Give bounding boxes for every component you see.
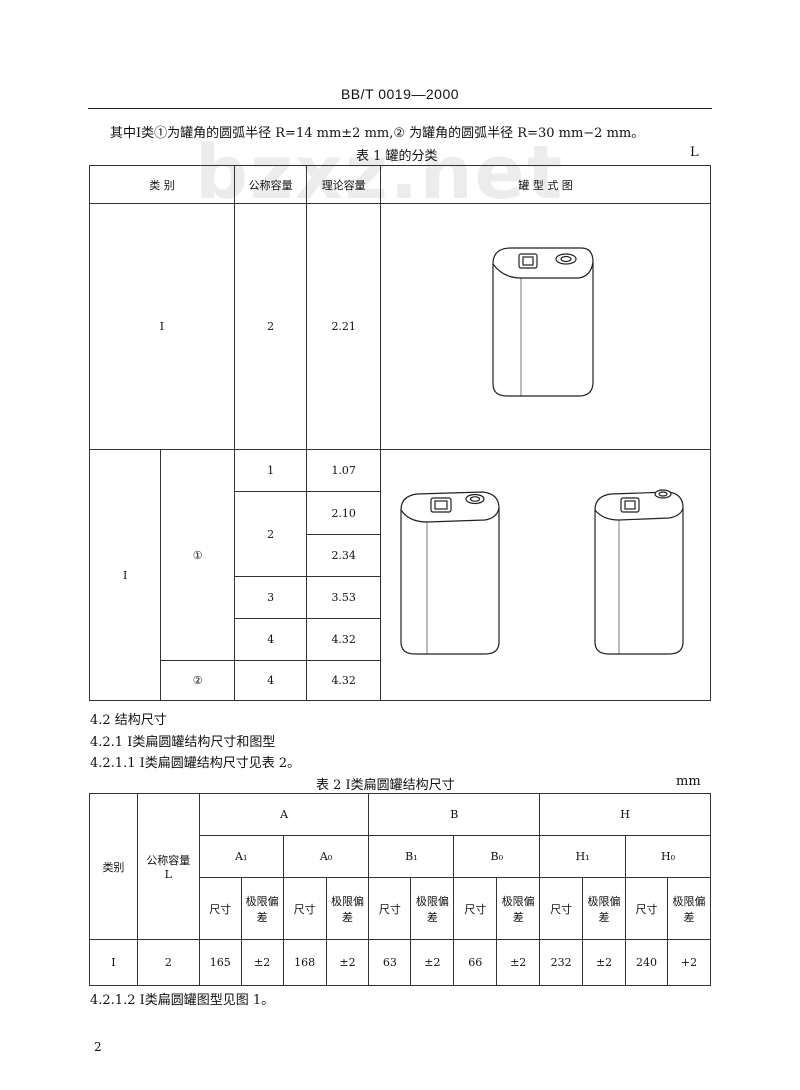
- g2-theoretical-5: 4.32: [306, 660, 381, 701]
- t2-sub-a0: A₀: [282, 835, 370, 878]
- g2-theoretical-2b: 2.34: [306, 534, 381, 577]
- t2-group-h: H: [539, 793, 711, 836]
- t2-tol-label: 极限偏差: [410, 877, 455, 940]
- t2-value: 168: [282, 939, 327, 986]
- table1-title: 表 1 罐的分类: [356, 149, 438, 164]
- group2-subtype-1: ①: [160, 449, 235, 661]
- header-theoretical-capacity: 理论容量: [306, 165, 381, 204]
- oval-can-drawing: [492, 247, 594, 397]
- square-can-drawings: [400, 489, 684, 655]
- section-4-2-1: 4.2.1 Ⅰ类扁圆罐结构尺寸和图型: [90, 735, 276, 750]
- t2-value: ±2: [325, 939, 370, 986]
- t2-nominal-label: 公称容量: [146, 854, 191, 867]
- t2-sub-h0: H₀: [625, 835, 711, 878]
- t2-size-label: 尺寸: [453, 877, 498, 940]
- t2-sub-h1: H₁: [539, 835, 627, 878]
- t2-header-nominal: 公称容量 L: [136, 793, 200, 940]
- t2-size-label: 尺寸: [539, 877, 584, 940]
- g2-nominal-2: 2: [233, 491, 308, 577]
- g2-nominal-3: 3: [233, 576, 308, 619]
- g2-nominal-1: 1: [233, 449, 308, 492]
- t2-size-label: 尺寸: [368, 877, 412, 940]
- t2-value: 66: [453, 939, 498, 986]
- t2-value: 232: [539, 939, 584, 986]
- oval-can-figure-cell: [379, 203, 712, 450]
- header-figure: 罐 型 式 图: [379, 165, 712, 204]
- structural-dimensions-table: 类别 公称容量 L A B H A₁ A₀ B₁ B₀ H₁ H₀ 尺寸 极限偏…: [89, 793, 712, 986]
- t2-tol-label: 极限偏差: [496, 877, 541, 940]
- g2-theoretical-3: 3.53: [306, 576, 381, 619]
- group2-subtype-2: ②: [160, 660, 235, 701]
- t2-nominal-unit: L: [164, 868, 172, 881]
- t2-value: ±2: [582, 939, 627, 986]
- section-4-2-1-1: 4.2.1.1 Ⅰ类扁圆罐结构尺寸见表 2。: [90, 756, 301, 771]
- standard-code-header: BB/T 0019—2000: [340, 86, 460, 102]
- table1-unit: L: [690, 145, 699, 160]
- row1-nominal: 2: [233, 203, 308, 450]
- t2-size-label: 尺寸: [625, 877, 668, 940]
- intro-text: 其中Ⅰ类①为罐角的圆弧半径 R=14 mm±2 mm,② 为罐角的圆弧半径 R=…: [110, 126, 645, 141]
- t2-value: ±2: [410, 939, 455, 986]
- g2-theoretical-2a: 2.10: [306, 491, 381, 535]
- section-4-2: 4.2 结构尺寸: [90, 713, 167, 728]
- t2-tol-label: 极限偏差: [325, 877, 370, 940]
- t2-group-b: B: [368, 793, 541, 836]
- section-4-2-1-2: 4.2.1.2 Ⅰ类扁圆罐图型见图 1。: [90, 993, 275, 1008]
- g2-nominal-5: 4: [233, 660, 308, 701]
- row1-theoretical: 2.21: [306, 203, 381, 450]
- table2-unit: mm: [676, 774, 701, 789]
- t2-value: ±2: [496, 939, 541, 986]
- t2-group-a: A: [198, 793, 370, 836]
- g2-theoretical-4: 4.32: [306, 618, 381, 661]
- t2-tol-label: 极限偏差: [582, 877, 627, 940]
- t2-row-nominal: 2: [136, 939, 200, 986]
- t2-size-label: 尺寸: [198, 877, 242, 940]
- row1-category: Ⅰ: [89, 203, 235, 450]
- t2-tol-label: 极限偏差: [666, 877, 712, 940]
- t2-sub-b0: B₀: [453, 835, 541, 878]
- t2-size-label: 尺寸: [282, 877, 327, 940]
- can-classification-table: 类 别 公称容量 理论容量 罐 型 式 图 Ⅰ 2 2.21 Ⅰ ①: [88, 165, 712, 701]
- t2-value: +2: [666, 939, 712, 986]
- t2-row-category: Ⅰ: [89, 939, 138, 986]
- g2-theoretical-1: 1.07: [306, 449, 381, 492]
- square-can-figure-cell: [379, 449, 712, 701]
- t2-value: 165: [198, 939, 242, 986]
- t2-sub-b1: B₁: [368, 835, 455, 878]
- header-category: 类 别: [89, 165, 235, 204]
- g2-nominal-4: 4: [233, 618, 308, 661]
- t2-header-category: 类别: [89, 793, 138, 940]
- t2-value: 63: [368, 939, 412, 986]
- header-rule: [88, 108, 712, 109]
- t2-tol-label: 极限偏差: [240, 877, 284, 940]
- page-number: 2: [94, 1040, 102, 1054]
- group2-category: Ⅰ: [88, 449, 162, 701]
- table2-title: 表 2 Ⅰ类扁圆罐结构尺寸: [316, 778, 455, 793]
- header-nominal-capacity: 公称容量: [233, 165, 308, 204]
- t2-value: 240: [625, 939, 668, 986]
- t2-value: ±2: [240, 939, 284, 986]
- t2-sub-a1: A₁: [198, 835, 284, 878]
